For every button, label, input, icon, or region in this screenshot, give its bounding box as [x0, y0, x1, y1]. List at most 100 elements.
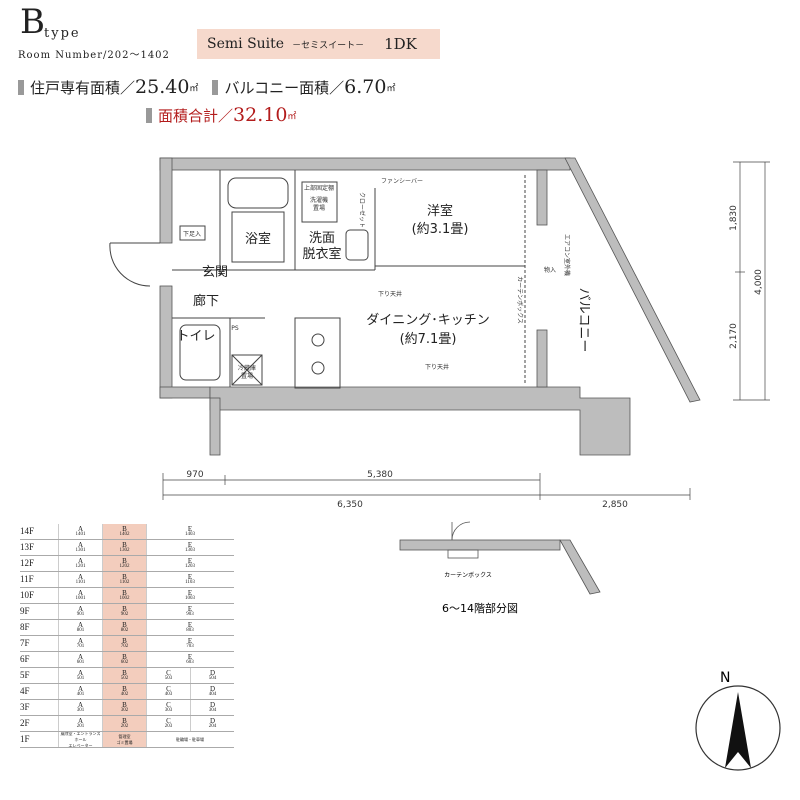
- room-balcony: バルコニー: [576, 288, 591, 353]
- type-letter: B: [20, 2, 45, 42]
- unit-number: 1403: [185, 531, 195, 537]
- unit-type: E: [187, 524, 193, 533]
- floor-label: 10F: [20, 590, 35, 600]
- floor-label: 14F: [20, 526, 35, 536]
- room-dining-size: (約7.1畳): [400, 332, 457, 347]
- label-fridge: 冷蔵庫: [238, 364, 256, 372]
- unit-type: D: [209, 668, 216, 677]
- label-ps: PS: [231, 325, 239, 332]
- shoe-box: [179, 225, 206, 241]
- area-unit: ㎡: [386, 83, 396, 94]
- unit-type: B: [122, 636, 127, 645]
- compass-north: N: [720, 670, 730, 686]
- unit-number: 602: [120, 659, 129, 665]
- unit-number: 202: [120, 723, 129, 729]
- bullet-bar: [146, 107, 152, 123]
- unit-type: A: [77, 524, 84, 533]
- label-fan: ファンシーバー: [381, 178, 423, 185]
- dim-6350: 6,350: [337, 500, 363, 510]
- unit-type: A: [77, 684, 84, 693]
- unit-number: 1202: [119, 563, 130, 569]
- label-washer-2: 置場: [313, 204, 325, 212]
- unit-type: A: [77, 700, 84, 709]
- floor-label: 9F: [20, 606, 30, 616]
- bullet-bar: [18, 79, 24, 95]
- balcony-rail: [564, 157, 701, 403]
- entry-door-swing: [109, 242, 151, 287]
- unit-number: 204: [208, 723, 217, 729]
- area-unit: ㎡: [189, 83, 199, 94]
- unit-number: 501: [76, 675, 85, 681]
- dim-1830: 1,830: [729, 205, 739, 231]
- unit-number: 1301: [75, 547, 86, 553]
- unit-number: 404: [208, 691, 217, 697]
- floor-label: 6F: [20, 654, 30, 664]
- label-shoe-box: 下足入: [183, 231, 201, 238]
- total-area-line: 面積合計／ 32.10 ㎡: [146, 104, 296, 126]
- inset-door-swing: [451, 521, 471, 541]
- unit-type: 駐輪場・駐車場: [176, 736, 204, 742]
- column-bottom: [209, 397, 221, 456]
- floor-label: 3F: [20, 702, 30, 712]
- label-lowered-ceiling-2: 下り天井: [425, 363, 449, 371]
- unit-number: 703: [186, 643, 194, 649]
- floor-label: 7F: [20, 638, 30, 648]
- private-area-line: 住戸専有面積／ 25.40 ㎡ バルコニー面積／ 6.70 ㎡: [18, 76, 395, 98]
- unit-number: 1401: [75, 531, 86, 537]
- dim-970: 970: [186, 470, 203, 480]
- floor-label: 13F: [20, 542, 35, 552]
- unit-cell: 駐輪場・駐車場: [146, 732, 233, 747]
- sink: [345, 229, 369, 261]
- unit-cell: 風除室・エントランスホールエレベーター: [58, 732, 102, 747]
- area-unit: ㎡: [287, 111, 297, 122]
- unit-number: 302: [120, 707, 129, 713]
- unit-number: 1101: [75, 579, 86, 585]
- floor-label: 8F: [20, 622, 30, 632]
- private-area-label: 住戸専有面積／: [30, 78, 136, 97]
- total-area-label: 面積合計／: [158, 106, 234, 125]
- unit-type: E: [187, 652, 193, 661]
- wall-left-lower: [159, 285, 173, 399]
- unit-number: 902: [120, 611, 129, 617]
- floor-note: 6〜14階部分図: [442, 601, 518, 615]
- wall-top: [159, 157, 571, 171]
- unit-type: E: [187, 636, 193, 645]
- unit-number: 1003: [185, 595, 195, 601]
- unit-type: A: [77, 540, 84, 549]
- unit-number: エレベーター: [68, 742, 93, 748]
- unit-number: 1201: [75, 563, 86, 569]
- stove-burner: [311, 333, 325, 347]
- label-aircon: エアコン室外機: [563, 234, 571, 276]
- unit-number: 1203: [185, 563, 195, 569]
- bullet-bar: [212, 79, 219, 95]
- unit-number: 203: [164, 723, 173, 729]
- unit-type: D: [209, 716, 216, 725]
- floor-label: 1F: [20, 734, 30, 744]
- floor-label: 11F: [20, 574, 34, 584]
- unit-type: A: [77, 668, 84, 677]
- wall-right-upper: [536, 169, 548, 226]
